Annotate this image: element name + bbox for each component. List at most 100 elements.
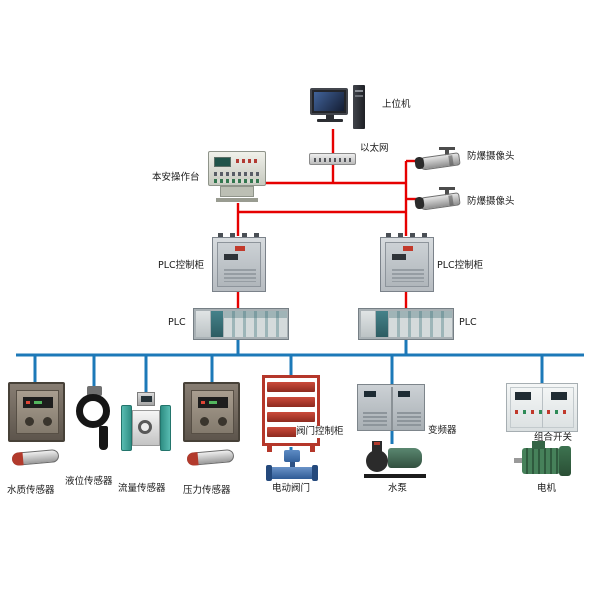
pump-volute [366, 450, 388, 472]
rack-module-band [224, 311, 287, 318]
cabinet-vents [224, 269, 256, 282]
valve-actuator [284, 450, 300, 462]
rack-power-supply [361, 311, 375, 337]
flow-sensor-label: 流量传感器 [118, 483, 166, 495]
flowmeter-head [137, 392, 155, 406]
console-screen [214, 157, 231, 167]
console-keys [236, 159, 260, 163]
plc-cabinet-left-label: PLC控制柜 [158, 260, 205, 272]
pump-motor [388, 448, 422, 468]
console-panel [208, 151, 266, 186]
cabinet-door [217, 242, 261, 287]
sensor-knob [200, 417, 209, 426]
sensor-probe [11, 448, 60, 467]
vfd-display [364, 391, 376, 397]
monitor [310, 88, 348, 115]
host-computer-label: 上位机 [382, 99, 411, 111]
camera-band [448, 195, 454, 206]
motor-label: 电机 [537, 483, 557, 495]
plc-rack-left [193, 308, 289, 340]
motor [514, 441, 574, 477]
console-base [220, 186, 254, 197]
motor-shaft [514, 458, 523, 463]
flow-sensor [121, 392, 171, 454]
cabinet-nameplate [403, 246, 413, 251]
plc-control-cabinet-left [212, 233, 266, 292]
combination-switch-label: 组合开关 [534, 432, 573, 444]
rack-io-modules [224, 311, 287, 337]
sensor-faceplate [16, 390, 59, 434]
cabinet-display [224, 254, 238, 260]
ethernet-switch [309, 153, 356, 165]
cabinet-body [212, 237, 266, 292]
sensor-display [23, 397, 53, 408]
rack-leg [310, 446, 315, 452]
cabinet-vents [392, 269, 424, 282]
switch-display [515, 392, 531, 400]
explosion-proof-camera-top [414, 147, 465, 173]
sensor-knob [43, 417, 52, 426]
valve-control-cabinet-label: 阀门控制柜 [296, 426, 344, 438]
console-label: 本安操作台 [152, 172, 200, 184]
valve-flange [266, 465, 272, 481]
vfd-cabinet [357, 384, 425, 432]
rack-frame [358, 308, 454, 340]
motor-end-cap [559, 446, 571, 476]
camera-lens [414, 156, 425, 170]
motor-terminal-box [532, 441, 545, 449]
vfd-body [357, 384, 425, 431]
plc-control-cabinet-right [380, 233, 434, 292]
rack-shelf [267, 412, 315, 422]
level-sensor [72, 386, 120, 458]
cabinet-door [385, 242, 429, 287]
switch-display [551, 392, 567, 400]
water-quality-sensor-label: 水质传感器 [7, 485, 55, 497]
sensor-knob [218, 417, 227, 426]
rack-cpu-module [211, 311, 223, 337]
camera-lens [414, 196, 425, 210]
pump-cap [374, 442, 380, 445]
indicator-lights [515, 410, 571, 414]
rack-shelf [267, 382, 315, 392]
plc-left-label: PLC [168, 317, 186, 329]
camera-top-label: 防爆摄像头 [467, 151, 515, 163]
computer-tower [353, 85, 365, 129]
camera-band [448, 155, 454, 166]
cabinet-nameplate [235, 246, 245, 251]
plc-rack-right [358, 308, 454, 340]
rack-io-modules [389, 311, 452, 337]
sensor-enclosure [8, 382, 65, 442]
camera-bracket [439, 147, 455, 150]
rack-power-supply [196, 311, 210, 337]
cabinet-body [380, 237, 434, 292]
valve-stem [290, 462, 295, 467]
camera-body [418, 152, 461, 171]
flowmeter-display [141, 396, 152, 402]
led-indicator [26, 401, 30, 404]
vfd-vents [397, 412, 421, 426]
plc-right-label: PLC [459, 317, 477, 329]
led-indicator [201, 401, 205, 404]
camera-bracket [439, 187, 455, 190]
safe-operation-console [208, 148, 266, 204]
valve-flange [312, 465, 318, 481]
flowmeter-flange [121, 405, 132, 451]
sensor-enclosure [183, 382, 240, 442]
cable-coil [76, 394, 110, 428]
pressure-sensor [183, 382, 241, 480]
sensor-knob [25, 417, 34, 426]
water-quality-sensor [8, 382, 66, 480]
led-indicator [209, 401, 217, 404]
drive-slot [355, 90, 363, 92]
camera-bottom-label: 防爆摄像头 [467, 196, 515, 208]
flowmeter-body [132, 410, 160, 446]
switch-cabinet-body [506, 383, 578, 432]
rack-shelf [267, 427, 315, 437]
level-sensor-label: 液位传感器 [65, 476, 113, 488]
flowmeter-bore [138, 420, 152, 434]
rack-frame [193, 308, 289, 340]
sensor-connector [87, 386, 102, 396]
console-keys [214, 172, 260, 176]
